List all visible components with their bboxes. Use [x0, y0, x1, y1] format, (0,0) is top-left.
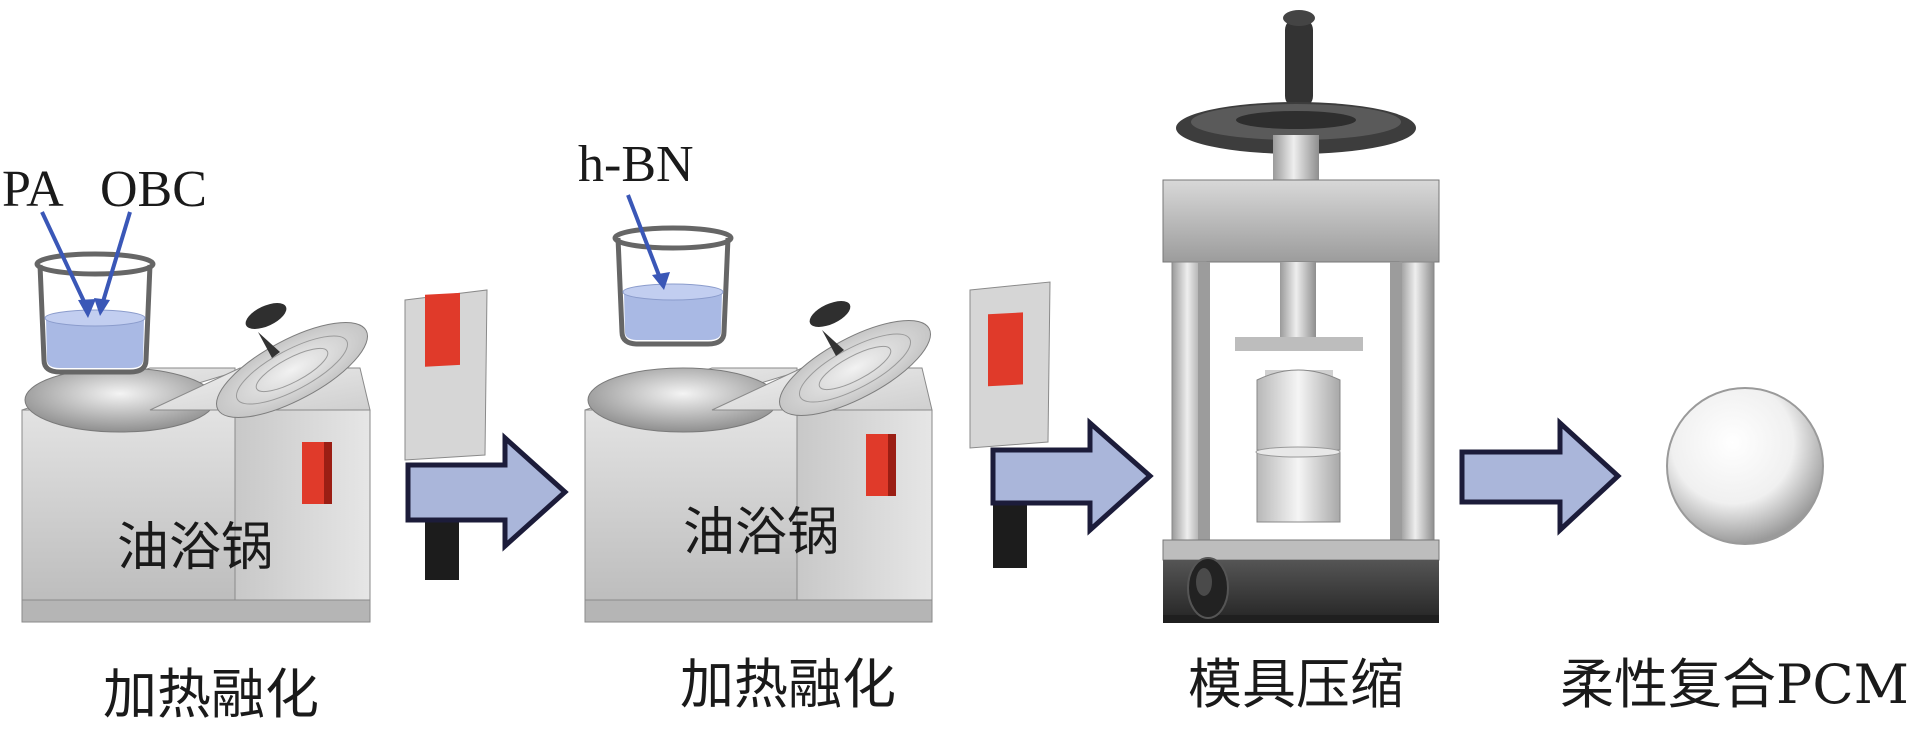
beaker-1-icon	[34, 251, 156, 375]
beaker-2-icon	[612, 225, 734, 347]
oil-bath-2	[584, 301, 933, 623]
sample-card-2	[969, 281, 1051, 568]
step-1-label: 加热融化	[103, 663, 319, 726]
material-label-hbn: h-BN	[578, 136, 694, 193]
flow-arrow-1-icon	[405, 432, 569, 552]
step-2-label: 加热融化	[680, 653, 896, 716]
step-3-label: 模具压缩	[1188, 653, 1404, 716]
flow-arrow-2-icon	[990, 417, 1154, 536]
step-4-label: 柔性复合PCM	[1560, 653, 1909, 716]
oil-bath-2-label: 油浴锅	[683, 503, 840, 563]
oil-bath-1	[21, 303, 371, 623]
material-label-obc: OBC	[100, 161, 207, 218]
hydraulic-press	[1162, 10, 1440, 623]
material-label-pa: PA	[2, 161, 64, 218]
flow-arrow-3-icon	[1459, 417, 1622, 536]
pcm-sphere-icon	[1666, 387, 1824, 545]
oil-bath-1-label: 油浴锅	[117, 518, 274, 578]
sample-card-1	[404, 289, 488, 580]
